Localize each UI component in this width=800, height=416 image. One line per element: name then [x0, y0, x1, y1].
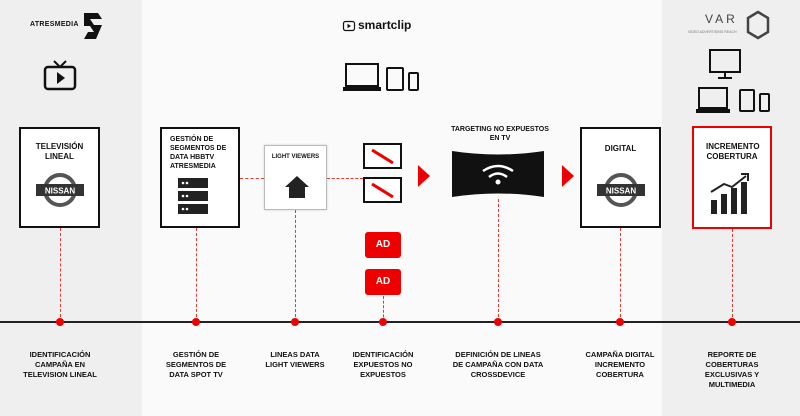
var-logo-subtitle: VIDEO ADVERTISING REACH [688, 30, 737, 34]
arrow-right-icon [418, 165, 430, 187]
connector-line-2 [327, 178, 363, 179]
chart-growth-icon [710, 173, 749, 214]
house-icon [285, 176, 309, 198]
tv-blocked-icon-2 [363, 177, 402, 203]
increment-card: INCREMENTO COBERTURA [692, 126, 772, 229]
segments-card: GESTIÓN DE SEGMENTOS DE DATA HBBTV ATRES… [160, 127, 240, 228]
segments-title: GESTIÓN DE SEGMENTOS DE DATA HBBTV ATRES… [170, 136, 227, 170]
var-logo-text: VAR [705, 12, 738, 26]
tv-blocked-icon [363, 143, 402, 169]
step-label-7: REPORTE DE COBERTURAS EXCLUSIVAS Y MULTI… [704, 350, 760, 389]
connector-line-5 [295, 210, 296, 322]
step-label: IDENTIFICACIÓN CAMPAÑA EN TELEVISION LIN… [23, 350, 97, 379]
atresmedia-logo-text: ATRESMEDIA [30, 21, 79, 28]
ad-badge: AD [365, 232, 401, 258]
connector-line-8 [620, 228, 621, 322]
connector-line-7 [498, 199, 499, 322]
nissan-logo-icon-2: NISSAN [597, 173, 645, 207]
server-icon [178, 178, 208, 214]
nissan-logo-text-2: NISSAN [606, 187, 636, 196]
atresmedia-mark-icon [84, 13, 102, 39]
step-label-5: DEFINICIÓN DE LINEAS DE CAMPAÑA CON DATA… [452, 350, 544, 379]
increment-title: INCREMENTO COBERTURA [706, 142, 760, 161]
step-label-6: CAMPAÑA DIGITAL INCREMENTO COBERTURA [585, 350, 655, 379]
step-label-4: IDENTIFICACIÓN EXPUESTOS NO EXPUESTOS [352, 350, 414, 379]
digital-card: DIGITAL NISSAN [580, 127, 661, 228]
timeline-dot-3 [291, 318, 299, 326]
connector-line-3 [60, 228, 61, 322]
smartclip-logo-text: smartclip [358, 18, 412, 32]
timeline-dot-2 [192, 318, 200, 326]
var-hexagon-icon [746, 10, 770, 40]
connector-line [240, 178, 264, 179]
digital-title: DIGITAL [604, 144, 637, 153]
light-viewers-title: LIGHT VIEWERS [271, 154, 320, 160]
wifi-icon [452, 151, 544, 197]
nissan-logo-icon: NISSAN [36, 173, 84, 207]
arrow-right-icon-2 [562, 165, 574, 187]
tv-play-icon [43, 60, 77, 91]
nissan-logo-text: NISSAN [45, 187, 75, 196]
smartclip-icon [342, 20, 356, 32]
timeline-axis [0, 321, 800, 323]
timeline-dot-5 [494, 318, 502, 326]
connector-line-6 [383, 296, 384, 322]
ad-badge-2: AD [365, 269, 401, 295]
light-viewers-card: LIGHT VIEWERS [264, 145, 327, 210]
connector-line-9 [732, 229, 733, 322]
tv-lineal-title: TELEVISIÓN LINEAL [35, 142, 84, 161]
tv-lineal-card: TELEVISIÓN LINEAL NISSAN [19, 127, 100, 228]
connector-line-4 [196, 228, 197, 322]
step-label-2: GESTIÓN DE SEGMENTOS DE DATA SPOT TV [165, 350, 227, 379]
timeline-dot-7 [728, 318, 736, 326]
step-label-3: LINEAS DATA LIGHT VIEWERS [265, 350, 325, 369]
timeline-dot [56, 318, 64, 326]
devices-icon-right [696, 49, 770, 113]
timeline-dot-6 [616, 318, 624, 326]
targeting-title: TARGETING NO EXPUESTOS EN TV [451, 126, 549, 142]
timeline-dot-4 [379, 318, 387, 326]
devices-icon [343, 63, 419, 91]
